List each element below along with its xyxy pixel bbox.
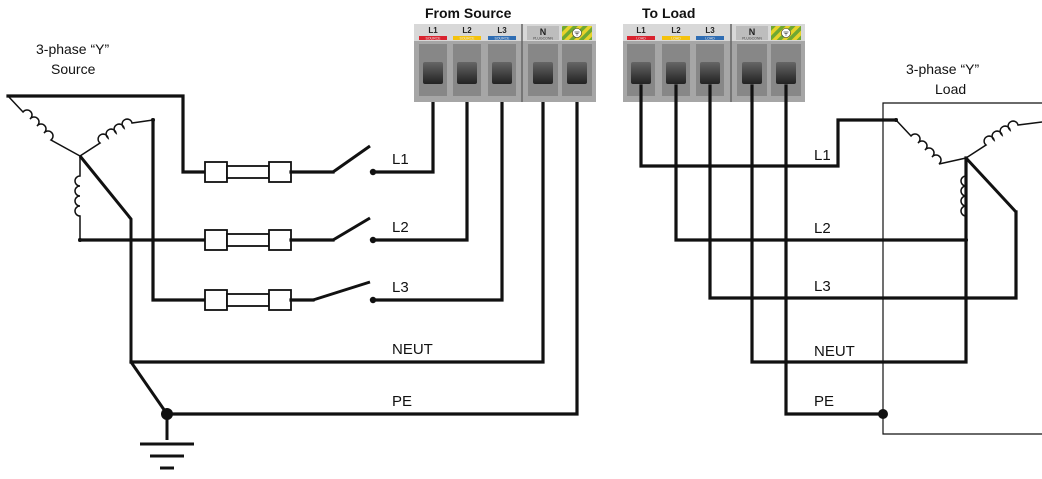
from-source-terminal-block: From Source L1 SOURCE L2 SOURCE L3 SOURC… (414, 5, 596, 102)
from-source-terminal-l2: L2 SOURCE (453, 26, 481, 96)
load-side: 3-phase “Y” Load L1 L2 L3 NEUT PE (639, 61, 1042, 435)
to-load-terminal-n-label: N (749, 27, 756, 37)
fuse-l2 (204, 229, 292, 251)
switch-l3 (312, 280, 377, 304)
to-load-terminal-l3-label: L3 (705, 26, 715, 35)
from-source-terminal-l1-label: L1 (428, 26, 438, 35)
load-title-line2: Load (935, 81, 966, 97)
load-wire-label-pe: PE (814, 393, 834, 410)
from-source-terminal-l2-label: L2 (462, 26, 472, 35)
source-side: 3-phase “Y” Source (6, 41, 579, 470)
to-load-terminal-l1-label: L1 (636, 26, 646, 35)
from-source-terminal-n: N PLUGCONN (527, 26, 559, 96)
load-y-winding (894, 118, 1042, 242)
fuse-l1 (204, 161, 292, 183)
to-load-terminal-l1-sub: LOAD (636, 37, 646, 41)
from-source-title: From Source (425, 5, 512, 21)
to-load-terminal-l2-sub: LOAD (671, 37, 681, 41)
source-wire-label-pe: PE (392, 393, 412, 410)
from-source-terminal-l1-sub: SOURCE (426, 37, 442, 41)
to-load-terminal-block: To Load L1 LOAD L2 LOAD L3 LOAD N (623, 5, 805, 102)
fuse-l3 (204, 289, 292, 311)
ground-symbol-icon (140, 414, 194, 470)
from-source-terminal-n-label: N (540, 27, 547, 37)
load-wire-label-l3: L3 (814, 278, 831, 295)
from-source-terminal-pe (562, 26, 592, 96)
to-load-title: To Load (642, 5, 695, 21)
earth-icon (572, 28, 582, 38)
to-load-terminal-l3-sub: LOAD (705, 37, 715, 41)
load-wire-label-neut: NEUT (814, 343, 855, 360)
source-title-line2: Source (51, 61, 96, 77)
earth-icon (781, 28, 791, 38)
from-source-terminal-n-sub: PLUGCONN (533, 37, 553, 41)
load-wire-label-l1: L1 (814, 147, 831, 164)
source-wire-label-neut: NEUT (392, 341, 433, 358)
source-wire-label-l3: L3 (392, 279, 409, 296)
from-source-terminal-l3: L3 SOURCE (488, 26, 516, 96)
source-y-winding (7, 95, 155, 362)
load-title-line1: 3-phase “Y” (906, 61, 979, 77)
source-title-line1: 3-phase “Y” (36, 41, 109, 57)
source-wire-label-l1: L1 (392, 151, 409, 168)
to-load-terminal-n-sub: PLUGCONN (742, 37, 762, 41)
source-wire-label-l2: L2 (392, 219, 409, 236)
from-source-terminal-l1: L1 SOURCE (419, 26, 447, 96)
to-load-terminal-l2-label: L2 (671, 26, 681, 35)
from-source-terminal-l3-label: L3 (497, 26, 507, 35)
switch-l2 (332, 216, 377, 244)
switch-l1 (332, 144, 377, 176)
load-wire-label-l2: L2 (814, 220, 831, 237)
from-source-terminal-l2-sub: SOURCE (460, 37, 476, 41)
from-source-terminal-l3-sub: SOURCE (495, 37, 511, 41)
